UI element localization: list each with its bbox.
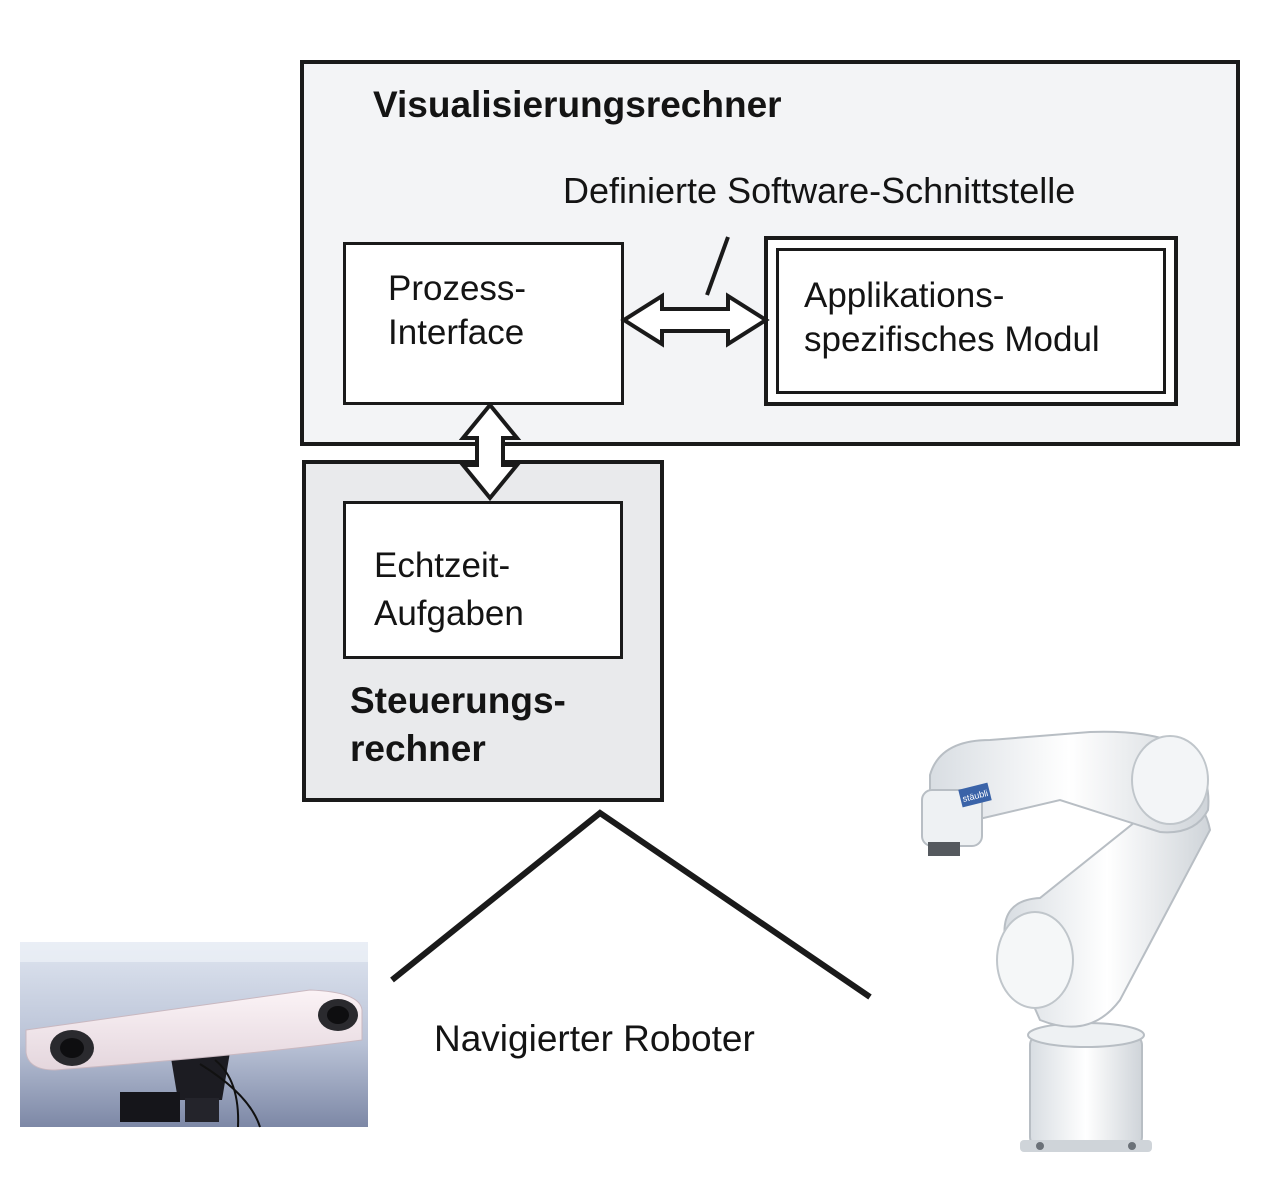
process-interface-box: Prozess- Interface	[343, 242, 624, 405]
control-computer-title-line2: rechner	[350, 728, 486, 769]
application-module-inner-border	[776, 248, 1166, 394]
process-interface-line1: Prozess-	[388, 269, 527, 308]
navigated-robot-label: Navigierter Roboter	[434, 1018, 755, 1059]
visualization-computer-title: Visualisierungsrechner	[373, 84, 782, 125]
realtime-tasks-line2: Aufgaben	[374, 594, 524, 633]
application-module-line1: Applikations-	[804, 276, 1005, 315]
stereo-camera-icon	[20, 942, 368, 1128]
application-module-line2: spezifisches Modul	[804, 320, 1100, 359]
realtime-tasks-box: Echtzeit- Aufgaben	[343, 501, 623, 659]
double-arrow-icon	[620, 292, 770, 348]
process-interface-line2: Interface	[388, 313, 525, 352]
vertical-double-arrow-icon	[458, 401, 522, 502]
robot-arm-icon: stäubli	[921, 730, 1212, 1152]
connection-lines	[390, 809, 872, 1000]
interface-pointer-line	[705, 236, 730, 296]
application-module-box: Applikations- spezifisches Modul	[764, 236, 1178, 406]
control-computer-title-line1: Steuerungs-	[350, 680, 566, 721]
realtime-tasks-line1: Echtzeit-	[374, 546, 511, 585]
software-interface-label: Definierte Software-Schnittstelle	[563, 170, 1076, 211]
